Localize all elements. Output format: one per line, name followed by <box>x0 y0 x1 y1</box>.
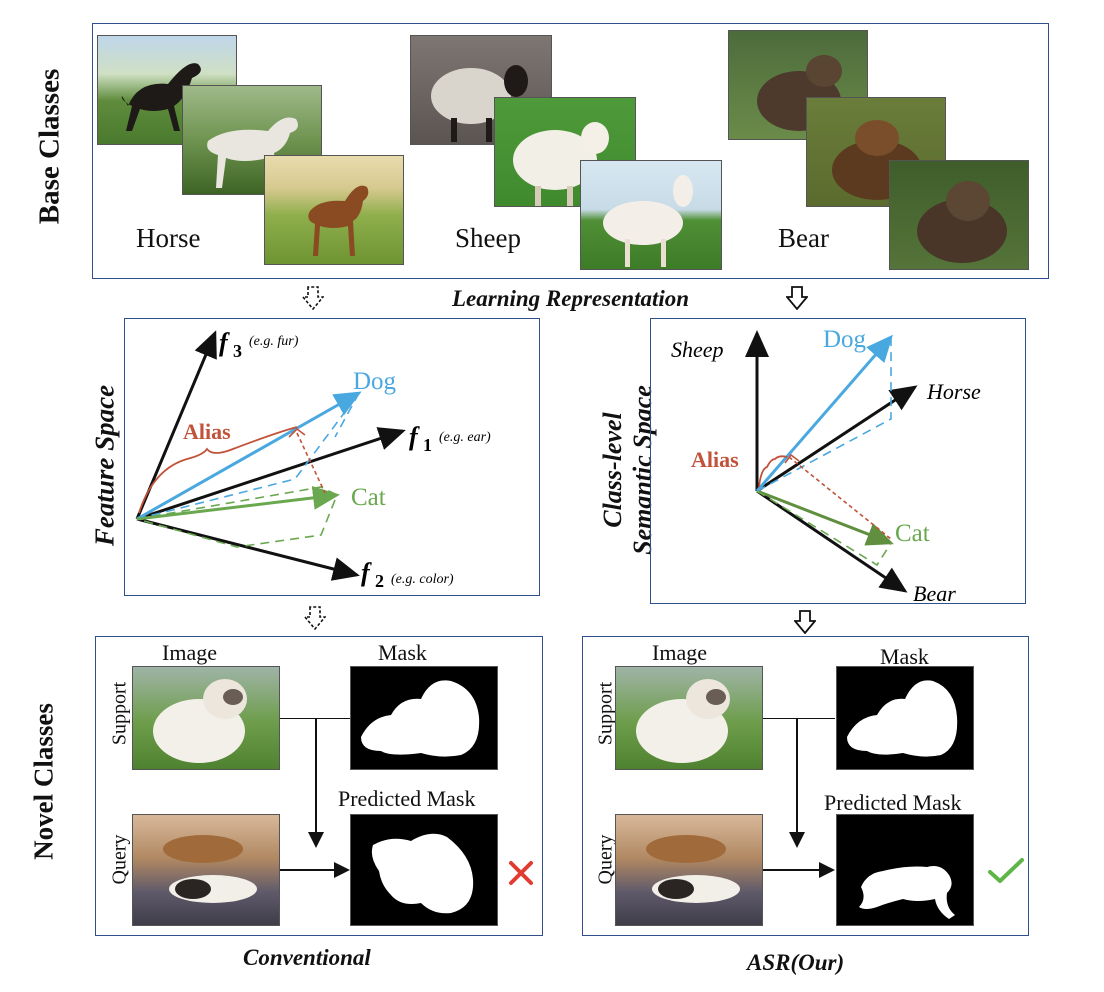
sheep-label: Sheep <box>671 337 724 362</box>
support-image <box>132 666 280 770</box>
svg-text:(e.g. color): (e.g. color) <box>391 572 454 587</box>
axis-f1 <box>136 427 406 521</box>
base-classes-title: Base Classes <box>33 68 66 225</box>
cross-mark-icon <box>509 861 533 885</box>
right-angle-mark <box>784 453 800 464</box>
alias-label: Alias <box>183 419 231 444</box>
right-angle-mark <box>288 427 306 438</box>
svg-text:f: f <box>219 328 230 357</box>
cat-dashed-decomposition <box>756 490 892 567</box>
query-image <box>132 814 280 926</box>
cat-vector <box>136 485 340 521</box>
predicted-mask-label: Predicted Mask <box>338 786 476 811</box>
bear-photo-3 <box>889 160 1029 270</box>
semantic-space-diagram: Sheep Horse Bear Dog Cat Alias <box>671 326 981 606</box>
svg-text:1: 1 <box>423 435 432 455</box>
feature-space-title: Feature Space <box>89 384 120 547</box>
base-classes-panel <box>92 23 1049 279</box>
mask-label: Mask <box>880 644 929 669</box>
mask-label: Mask <box>378 640 427 665</box>
connector-lines <box>280 718 350 878</box>
feature-space-panel: f 3 (e.g. fur) f 1 (e.g. ear) f 2 (e.g. … <box>124 318 540 596</box>
conventional-caption: Conventional <box>243 945 371 970</box>
svg-text:(e.g. fur): (e.g. fur) <box>249 334 299 349</box>
f3-label: f 3 (e.g. fur) <box>219 328 299 361</box>
dog-label: Dog <box>353 368 397 395</box>
class-sheep-label: Sheep <box>455 223 521 253</box>
horse-label: Horse <box>926 379 981 404</box>
query-image <box>615 814 763 926</box>
check-mark-icon <box>988 858 1024 883</box>
svg-text:(e.g. ear): (e.g. ear) <box>439 430 491 445</box>
dog-vector <box>755 334 893 492</box>
alias-projection-line <box>788 456 892 540</box>
support-label: Support <box>108 681 131 746</box>
asr-panel <box>582 636 1029 936</box>
cat-label: Cat <box>895 520 930 547</box>
horse-photo-3 <box>264 155 404 265</box>
asr-caption: ASR(Our) <box>747 950 845 975</box>
support-mask <box>350 666 498 770</box>
class-horse-label: Horse <box>136 223 201 253</box>
svg-text:f: f <box>409 422 420 451</box>
support-mask <box>836 666 974 770</box>
alias-label: Alias <box>691 447 739 472</box>
svg-text:f: f <box>361 558 372 587</box>
alias-brace <box>758 455 788 488</box>
semantic-space-title-line1: Class-level <box>598 412 627 528</box>
dashed-down-arrow-icon <box>302 286 324 310</box>
down-arrow-icon <box>786 286 808 310</box>
asr-predicted-mask <box>836 814 974 926</box>
connector-lines <box>763 718 835 878</box>
support-image <box>615 666 763 770</box>
conventional-predicted-mask <box>350 814 498 926</box>
cat-vector <box>756 489 894 546</box>
axis-horse <box>756 385 918 493</box>
cat-dashed-decomposition <box>136 486 339 548</box>
image-label: Image <box>162 640 217 665</box>
alias-brace <box>138 426 298 514</box>
dog-dashed-decomposition <box>136 392 360 520</box>
f1-label: f 1 (e.g. ear) <box>409 422 491 455</box>
down-arrow-icon <box>794 610 816 634</box>
axis-f2 <box>136 517 360 581</box>
dog-vector <box>136 391 362 521</box>
dashed-down-arrow-icon <box>304 606 326 630</box>
feature-space-diagram: f 3 (e.g. fur) f 1 (e.g. ear) f 2 (e.g. … <box>135 328 491 591</box>
dog-label: Dog <box>823 326 867 353</box>
semantic-space-panel: Sheep Horse Bear Dog Cat Alias <box>650 318 1026 606</box>
svg-text:3: 3 <box>233 341 242 361</box>
novel-classes-title: Novel Classes <box>28 703 59 860</box>
conventional-panel <box>95 636 543 936</box>
image-label: Image <box>652 640 707 665</box>
learning-representation-label: Learning Representation <box>452 286 690 311</box>
cat-label: Cat <box>351 484 386 511</box>
f2-label: f 2 (e.g. color) <box>361 558 454 591</box>
query-label: Query <box>108 834 131 885</box>
sheep-photo-3 <box>580 160 722 270</box>
bear-label: Bear <box>913 581 956 605</box>
axis-bear <box>756 489 908 593</box>
svg-text:2: 2 <box>375 571 384 591</box>
class-bear-label: Bear <box>778 223 829 253</box>
semantic-space-title: Class-level Semantic Space <box>598 370 658 570</box>
predicted-mask-label: Predicted Mask <box>824 790 962 815</box>
